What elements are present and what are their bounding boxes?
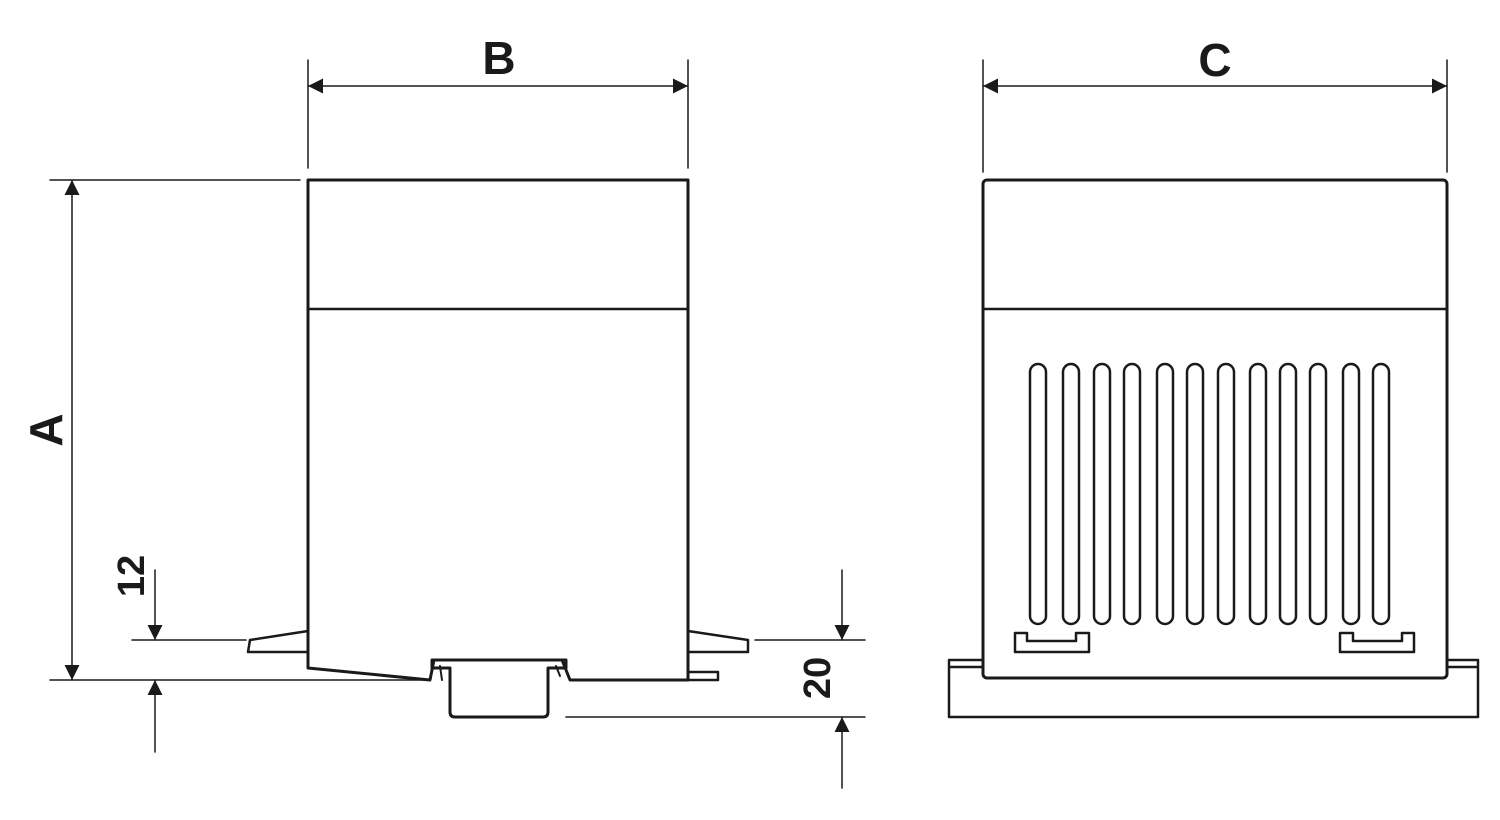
side-right-clip — [686, 629, 750, 654]
din-rail-inner — [439, 665, 561, 681]
din-rail-profile — [430, 658, 568, 719]
vent-slot — [1155, 362, 1175, 626]
vent-slot — [1216, 362, 1236, 626]
vent-slots — [1028, 362, 1391, 626]
front-right-latch — [1338, 631, 1416, 654]
vent-slot — [1308, 362, 1328, 626]
vent-slot — [1278, 362, 1298, 626]
front-left-latch — [1013, 631, 1091, 654]
vent-slot — [1028, 362, 1048, 626]
dimension-20 — [565, 569, 866, 789]
side-left-clip — [246, 629, 310, 654]
dimension-20-label: 20 — [797, 657, 839, 699]
dimension-c — [982, 59, 1448, 173]
vent-slot — [1371, 362, 1391, 626]
vent-slot — [1061, 362, 1081, 626]
vent-slot — [1122, 362, 1142, 626]
front-view — [947, 178, 1480, 719]
dimension-a-label: A — [20, 413, 72, 446]
vent-slot — [1248, 362, 1268, 626]
vent-slot — [1341, 362, 1361, 626]
side-view — [246, 178, 750, 719]
dimension-b — [307, 59, 689, 169]
side-housing — [306, 178, 690, 682]
front-housing — [981, 178, 1449, 680]
vent-slot — [1185, 362, 1205, 626]
side-right-foot — [686, 670, 720, 682]
vent-slot — [1092, 362, 1112, 626]
dimension-a — [49, 179, 431, 681]
dimension-c-label: C — [1198, 34, 1231, 86]
dimension-12 — [131, 569, 247, 753]
dimension-12-label: 12 — [111, 555, 153, 597]
dimension-b-label: B — [482, 32, 515, 84]
front-din-rail — [947, 658, 1480, 719]
